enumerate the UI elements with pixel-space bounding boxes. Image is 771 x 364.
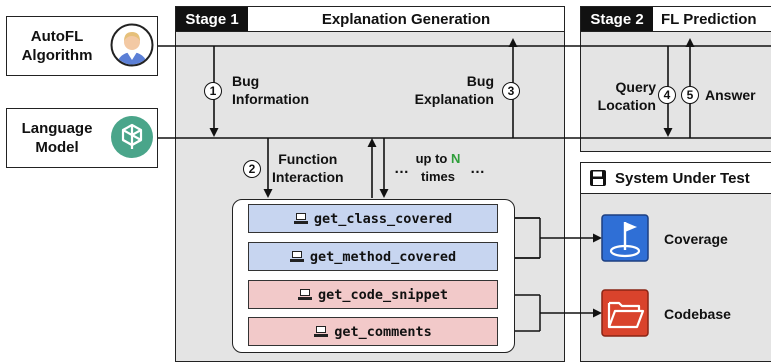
step2-label: Function Interaction — [272, 151, 344, 185]
stage2-tag: Stage 2 — [581, 7, 653, 31]
repeat-dots-right: … — [470, 160, 485, 177]
stage1-header: Stage 1 Explanation Generation — [175, 6, 565, 32]
stage1-tag: Stage 1 — [176, 7, 248, 31]
codebase-label: Codebase — [664, 306, 731, 322]
stage1-title: Explanation Generation — [321, 10, 491, 28]
golf-flag-icon — [601, 214, 649, 267]
step3-label: Bug Explanation — [414, 73, 494, 107]
laptop-icon — [314, 326, 329, 337]
step3-number: 3 — [502, 82, 520, 100]
step4-number: 4 — [658, 86, 676, 104]
step4-label: Query Location — [597, 79, 656, 113]
open-folder-icon — [601, 289, 649, 342]
function-get-comments: get_comments — [248, 317, 498, 346]
laptop-icon — [293, 213, 308, 224]
step2-number: 2 — [243, 160, 261, 178]
repeat-suffix: times — [421, 169, 455, 184]
openai-logo-icon — [110, 115, 154, 164]
autofl-algorithm-box: AutoFL Algorithm — [6, 16, 158, 76]
stage2-title: FL Prediction — [661, 10, 757, 28]
step5-number: 5 — [681, 86, 699, 104]
function-get-method-covered: get_method_covered — [248, 242, 498, 271]
repeat-dots-left: … — [394, 160, 409, 177]
laptop-icon — [289, 251, 304, 262]
autofl-label: AutoFL Algorithm — [21, 28, 93, 64]
function-get-class-covered: get_class_covered — [248, 204, 498, 233]
sut-header: System Under Test — [580, 162, 771, 194]
user-avatar-icon — [110, 23, 154, 72]
laptop-icon — [297, 289, 312, 300]
step1-number: 1 — [204, 82, 222, 100]
step1-label: Bug Information — [232, 73, 309, 107]
function-get-code-snippet: get_code_snippet — [248, 280, 498, 309]
language-model-box: Language Model — [6, 108, 158, 168]
repeat-label: up to N times — [408, 150, 468, 186]
llm-label: Language Model — [21, 120, 93, 156]
step5-label: Answer — [705, 87, 756, 103]
stage2-header: Stage 2 FL Prediction — [580, 6, 771, 32]
sut-title: System Under Test — [615, 169, 750, 187]
repeat-n: N — [451, 151, 461, 166]
repeat-prefix: up to — [415, 151, 448, 166]
floppy-disk-icon — [589, 169, 607, 187]
coverage-label: Coverage — [664, 231, 728, 247]
